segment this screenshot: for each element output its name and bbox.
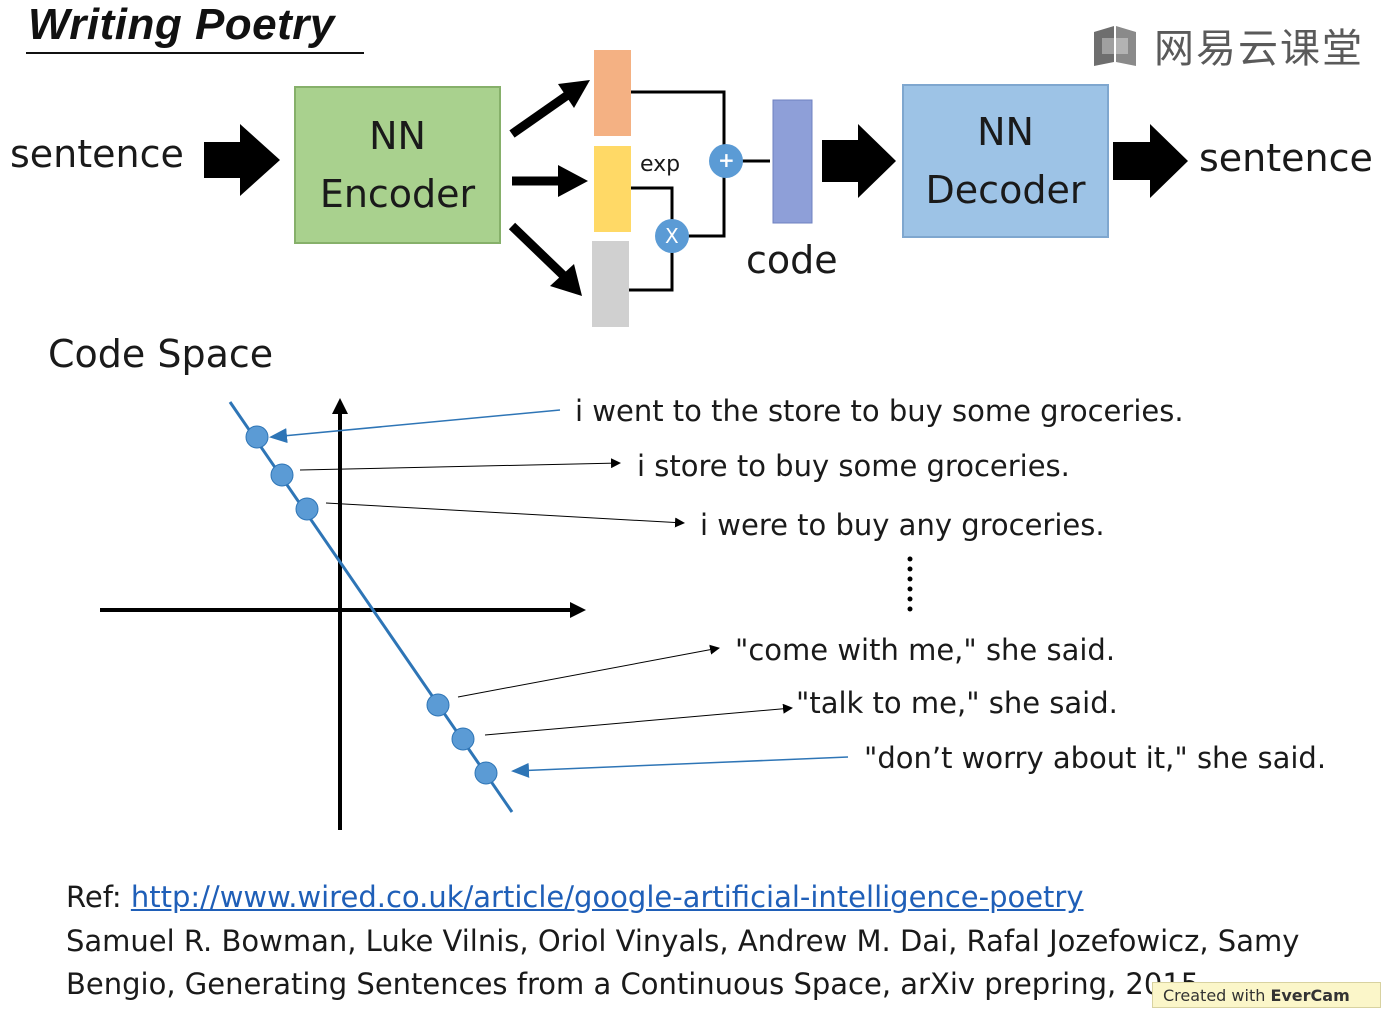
code-point (270, 463, 294, 487)
code-point (451, 727, 475, 751)
reference-line: Ref: http://www.wired.co.uk/article/goog… (66, 880, 1084, 914)
nn-decoder-box: NN Decoder (902, 84, 1109, 238)
code-point (295, 497, 319, 521)
book-icon (1094, 26, 1136, 66)
output-arrow (1113, 124, 1188, 198)
code-label: code (746, 238, 838, 282)
title-underline (26, 52, 364, 54)
code-space-heading: Code Space (48, 332, 274, 376)
plus-operator (709, 144, 743, 178)
code-to-decoder-arrow (822, 124, 896, 198)
watermark-prefix: Created with (1163, 986, 1271, 1005)
y-axis-arrowhead (332, 398, 348, 414)
arrow-to-variance (512, 165, 588, 197)
code-point (245, 425, 269, 449)
evercam-watermark: Created with EverCam (1152, 982, 1381, 1008)
plus-symbol: + (718, 148, 735, 172)
reference-authors: Samuel R. Bowman, Luke Vilnis, Oriol Vin… (66, 924, 1300, 958)
pointer-4 (457, 644, 720, 698)
encoder-line2: Encoder (319, 172, 476, 216)
pointer-3 (325, 502, 685, 528)
netease-logo: 网易云课堂 (1090, 16, 1364, 74)
reference-link[interactable]: http://www.wired.co.uk/article/google-ar… (130, 880, 1084, 914)
pointer-1 (269, 409, 561, 444)
sentence-6: "don’t worry about it," she said. (864, 741, 1327, 775)
code-point (426, 693, 450, 717)
sentence-5: "talk to me," she said. (796, 686, 1118, 720)
pointer-2 (299, 458, 621, 471)
sentence-2: i store to buy some groceries. (637, 449, 1070, 483)
decoder-line2: Decoder (925, 168, 1086, 212)
ellipsis-dots (907, 556, 913, 612)
pipeline-diagram (204, 50, 1188, 327)
watermark-brand: EverCam (1270, 986, 1350, 1005)
latent-line (228, 401, 514, 813)
noise-line (629, 252, 674, 292)
input-arrow (204, 124, 280, 196)
sentence-1: i went to the store to buy some grocerie… (575, 394, 1184, 428)
reference-prefix: Ref: (66, 880, 131, 914)
noise-vector (592, 241, 629, 327)
arrow-to-noise (508, 222, 582, 296)
encoder-line1: NN (369, 114, 426, 158)
code-space-plot (100, 398, 913, 830)
times-symbol: X (665, 224, 679, 248)
times-operator (655, 219, 689, 253)
nn-encoder-box: NN Encoder (294, 86, 501, 244)
x-axis-arrowhead (570, 602, 586, 618)
pointer-5 (484, 703, 793, 736)
sentence-4: "come with me," she said. (735, 633, 1116, 667)
code-point (474, 761, 498, 785)
arrow-to-mean (509, 80, 590, 138)
exp-label: exp (640, 152, 681, 177)
decoder-line1: NN (977, 110, 1034, 154)
pointer-6 (511, 756, 849, 778)
output-sentence-label: sentence (1199, 136, 1373, 180)
logo-text: 网易云课堂 (1154, 26, 1364, 72)
exp-line (631, 186, 674, 220)
mean-vector (594, 50, 631, 136)
reference-title: Bengio, Generating Sentences from a Cont… (66, 967, 1200, 1001)
mean-line (631, 90, 726, 145)
page-title: Writing Poetry (28, 0, 335, 49)
product-line (688, 177, 726, 238)
variance-vector (594, 146, 631, 232)
sentence-3: i were to buy any groceries. (700, 508, 1105, 542)
input-sentence-label: sentence (10, 132, 184, 176)
code-vector (772, 99, 813, 224)
